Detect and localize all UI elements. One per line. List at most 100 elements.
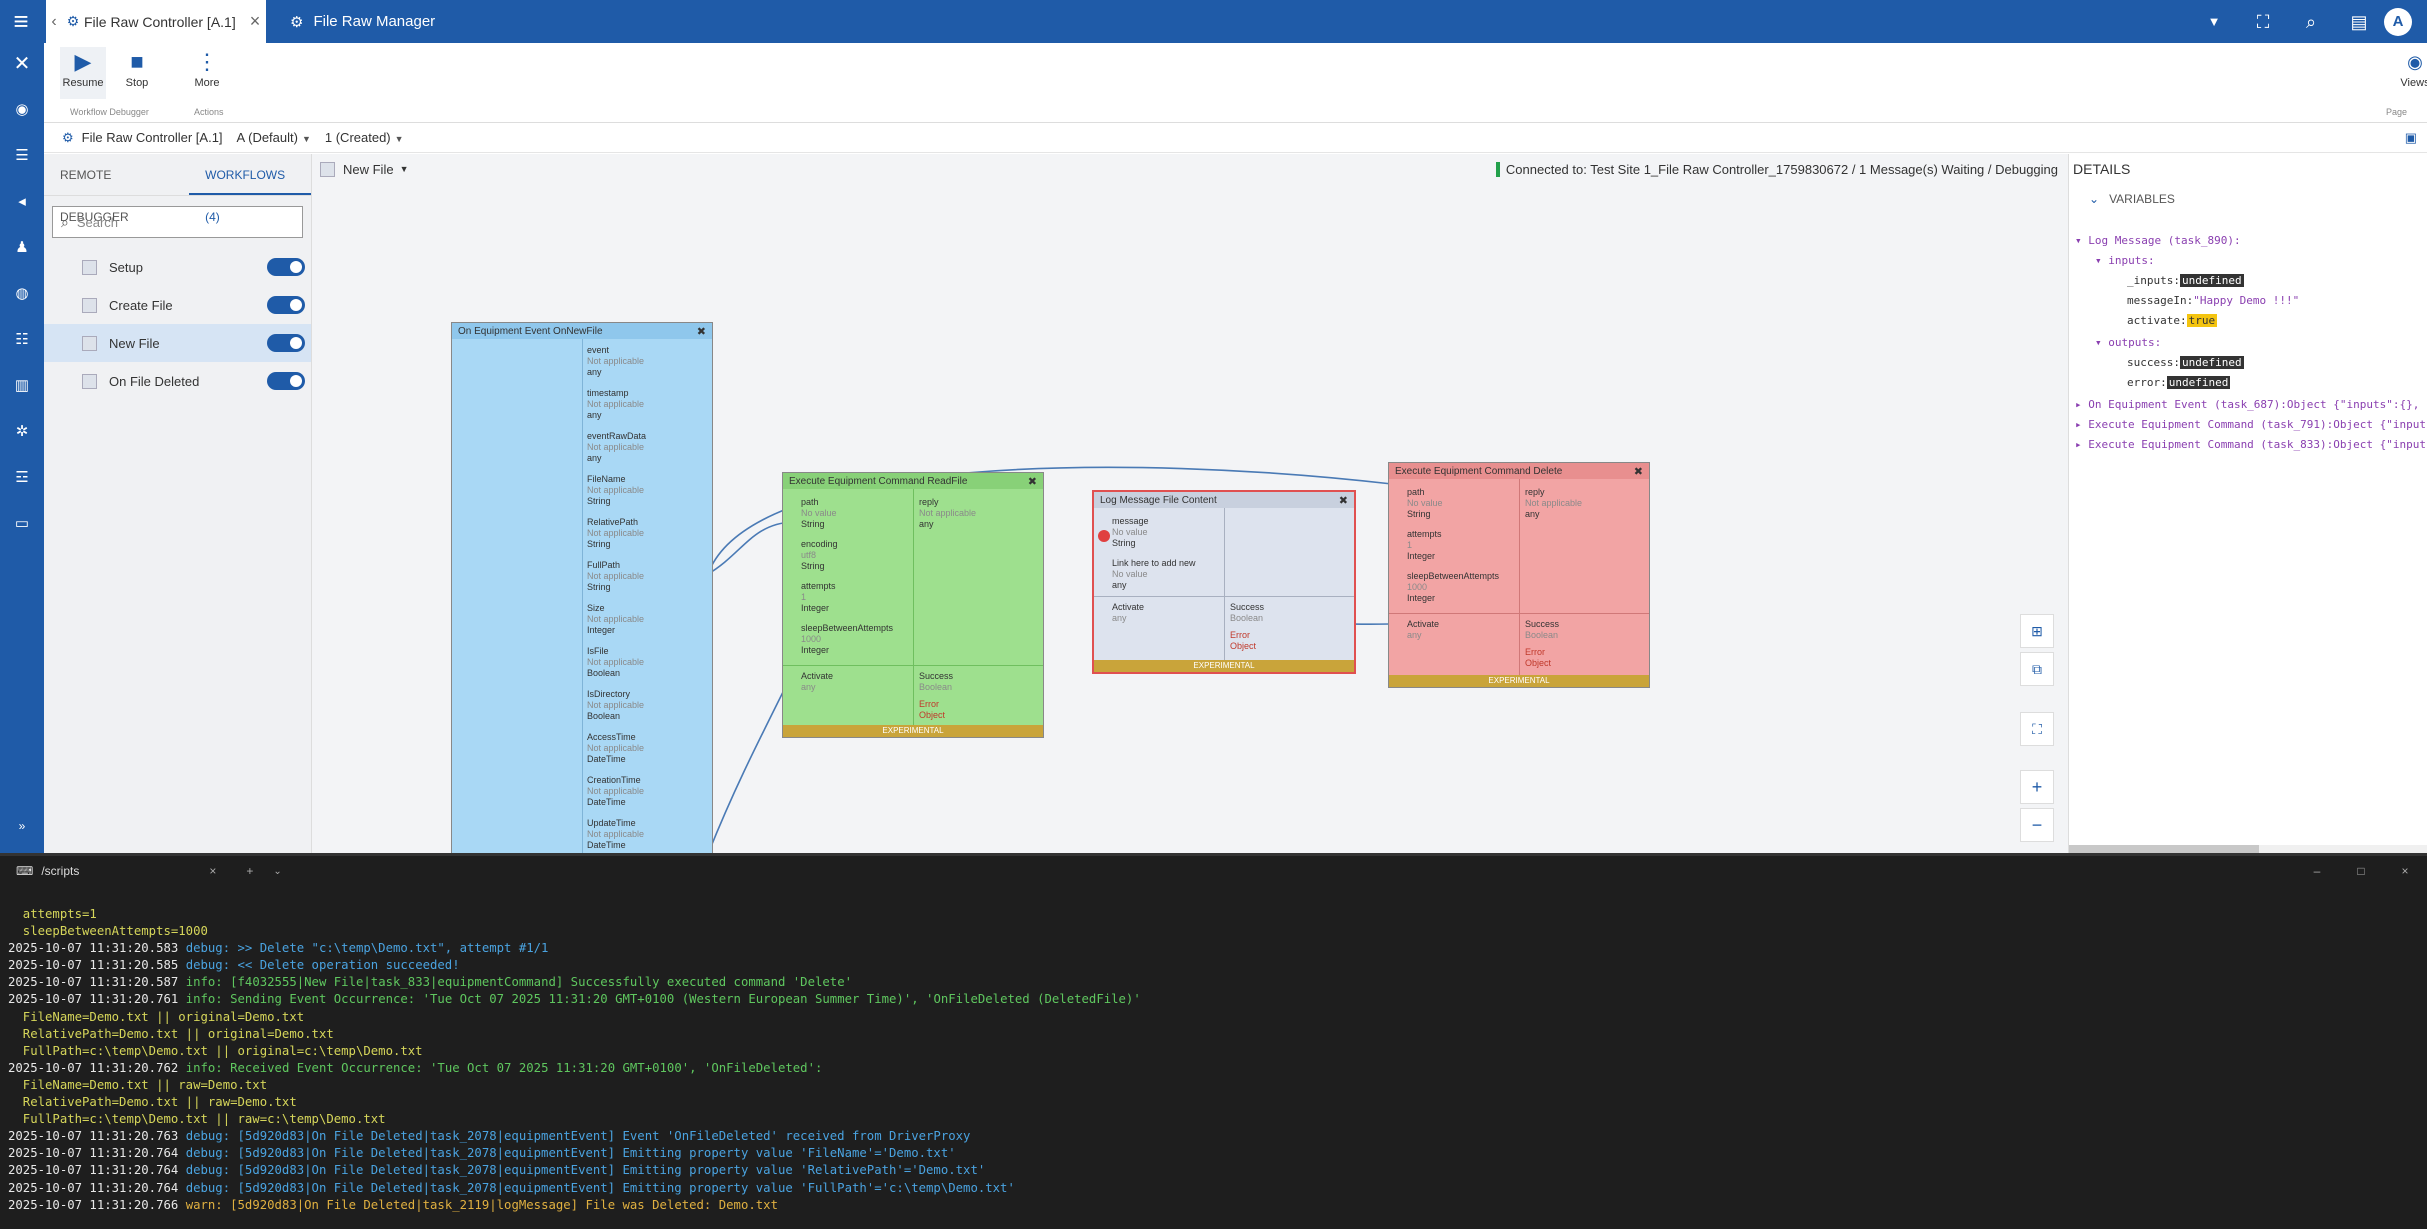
arrow-left-icon[interactable]: ◂ — [18, 193, 26, 210]
close-node-icon[interactable]: ✖ — [696, 325, 706, 338]
chevron-down-icon[interactable]: ▼ — [399, 164, 409, 174]
close-icon[interactable]: × — [2401, 864, 2409, 878]
var-execute-command-833[interactable]: ▸ Execute Equipment Command (task_833):O… — [2075, 438, 2426, 451]
tab-remote-debugger[interactable]: REMOTE DEBUGGER — [60, 168, 129, 224]
avatar[interactable]: A — [2384, 8, 2412, 36]
variables-section[interactable]: ⌄VARIABLES — [2089, 192, 2427, 206]
expand-nav-icon[interactable]: » — [18, 819, 26, 833]
search-input[interactable]: Search — [76, 214, 119, 230]
close-tab-icon[interactable]: × — [249, 11, 261, 31]
copy-node-icon[interactable]: ⧉ — [2020, 652, 2054, 686]
window-icon[interactable]: ▭ — [14, 515, 30, 532]
fit-view-icon[interactable]: ⛶ — [2020, 712, 2054, 746]
workflow-selector[interactable]: New File — [343, 161, 394, 177]
settings-icon[interactable]: ✲ — [15, 423, 29, 440]
back-arrow-icon[interactable]: ‹ — [51, 12, 57, 30]
tabs-dropdown-icon[interactable]: ▼ — [2207, 14, 2221, 29]
horizontal-scrollbar[interactable] — [2069, 845, 2427, 853]
close-node-icon[interactable]: ✖ — [1633, 465, 1643, 478]
chevron-down-icon[interactable]: ⌄ — [273, 865, 282, 877]
hierarchy-icon[interactable]: ☷ — [15, 331, 29, 348]
database-icon[interactable]: ☰ — [15, 147, 29, 164]
enable-toggle[interactable] — [267, 296, 305, 314]
notifications-icon[interactable]: ▤ — [2350, 12, 2368, 32]
workflow-canvas[interactable]: New File ▼ Connected to: Test Site 1_Fil… — [312, 154, 2068, 853]
fullscreen-icon[interactable]: ⛶ — [2256, 12, 2270, 32]
broadcast-icon[interactable]: ◉ — [15, 101, 29, 118]
zoom-out-icon[interactable]: − — [2020, 808, 2054, 842]
close-node-icon[interactable]: ✖ — [1027, 475, 1037, 488]
breakpoint-icon[interactable] — [1098, 530, 1110, 542]
var-equipment-event[interactable]: ▸ On Equipment Event (task_687):Object {… — [2075, 398, 2420, 411]
workflow-item-new-file[interactable]: New File — [44, 324, 311, 362]
node-execute-readfile[interactable]: Execute Equipment Command ReadFile ✖ pat… — [782, 472, 1044, 738]
var-log-message[interactable]: ▾ Log Message (task_890): — [2075, 234, 2241, 247]
panel-toggle-icon[interactable]: ▣ — [2404, 129, 2417, 145]
globe-icon[interactable]: ◍ — [15, 285, 29, 302]
layers-icon[interactable]: ☲ — [15, 469, 29, 486]
enable-toggle[interactable] — [267, 334, 305, 352]
node-header[interactable]: Log Message File Content ✖ — [1094, 492, 1354, 508]
state-dropdown[interactable]: 1 (Created)▼ — [325, 130, 404, 145]
minimize-icon[interactable]: – — [2313, 864, 2321, 878]
tab-workflows[interactable]: WORKFLOWS (4) — [189, 154, 311, 224]
var-execute-command-791[interactable]: ▸ Execute Equipment Command (task_791):O… — [2075, 418, 2426, 431]
stop-button[interactable]: ■ Stop — [116, 47, 158, 99]
version-dropdown[interactable]: A (Default)▼ — [237, 130, 311, 145]
var-inputs[interactable]: ▾ inputs: — [2095, 254, 2155, 267]
scrollbar-thumb[interactable] — [2069, 845, 2259, 853]
resume-button[interactable]: ▶ Resume — [60, 47, 106, 99]
workflow-item-on-file-deleted[interactable]: On File Deleted — [44, 362, 311, 400]
terminal-tab[interactable]: /scripts — [41, 864, 80, 878]
views-button[interactable]: ◉ Views — [2390, 47, 2427, 89]
node-header[interactable]: Execute Equipment Command ReadFile ✖ — [783, 473, 1043, 489]
enable-toggle[interactable] — [267, 372, 305, 390]
node-header[interactable]: On Equipment Event OnNewFile ✖ — [452, 323, 712, 339]
node-header[interactable]: Execute Equipment Command Delete ✖ — [1389, 463, 1649, 479]
search-icon[interactable]: ⌕ — [2305, 12, 2317, 32]
maximize-icon[interactable]: □ — [2357, 864, 2365, 878]
chart-icon[interactable]: ▥ — [14, 377, 30, 394]
workflow-item-create-file[interactable]: Create File — [44, 286, 311, 324]
close-nav-icon[interactable]: ✕ — [13, 53, 31, 75]
tab-file-raw-manager[interactable]: ⚙ File Raw Manager — [290, 0, 435, 43]
zoom-in-icon[interactable]: + — [2020, 770, 2054, 804]
add-node-icon[interactable]: ⊞ — [2020, 614, 2054, 648]
enable-toggle[interactable] — [267, 258, 305, 276]
user-icon[interactable]: ♟ — [15, 239, 29, 256]
hamburger-menu-icon[interactable]: ≡ — [13, 6, 29, 36]
workflow-item-setup[interactable]: Setup — [44, 248, 311, 286]
var-outputs[interactable]: ▾ outputs: — [2095, 336, 2162, 349]
